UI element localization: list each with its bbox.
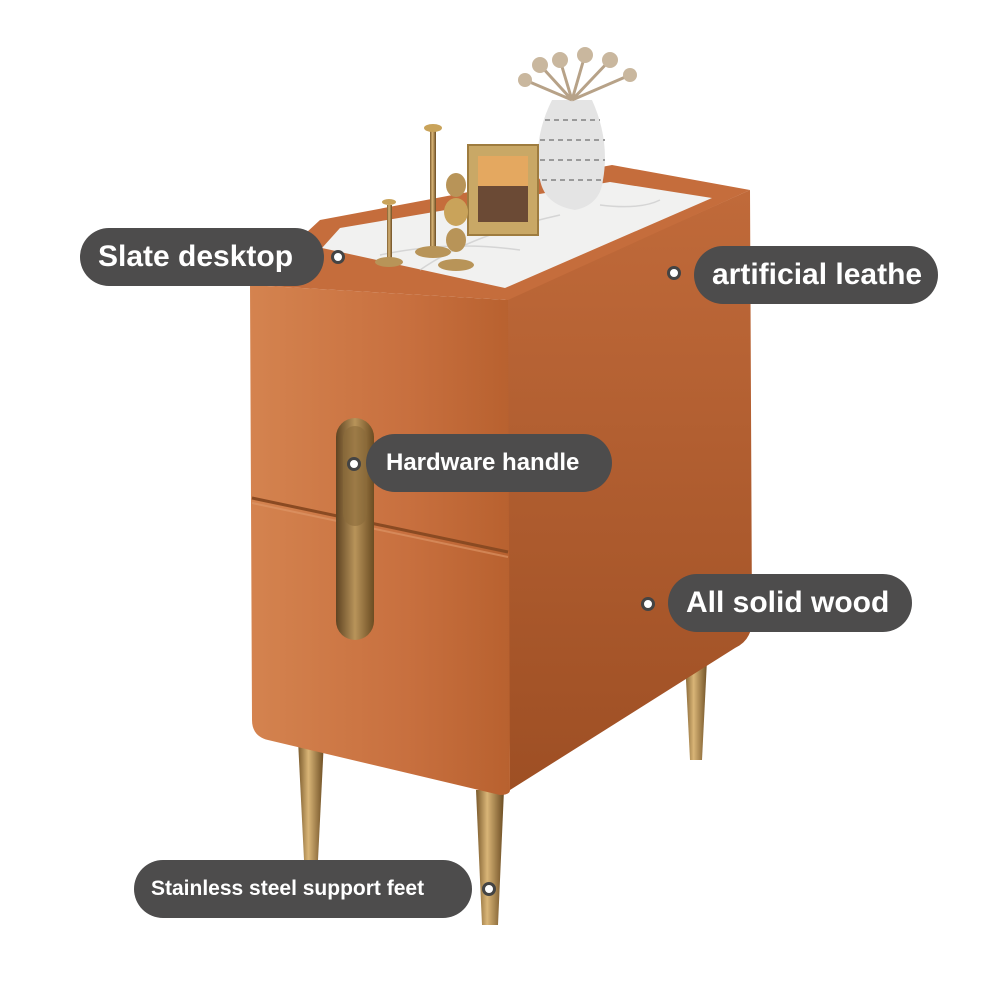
photo-frame-decor (467, 144, 539, 236)
callout-dot-wood (641, 597, 655, 611)
callout-dot-slate (331, 250, 345, 264)
callout-support-feet: Stainless steel support feet (134, 860, 472, 918)
callout-artificial-leather: artificial leathe (694, 246, 938, 304)
candlesticks-decor (375, 124, 474, 271)
callout-dot-leather (667, 266, 681, 280)
leg-front-left (298, 740, 324, 860)
leg-front-right (476, 790, 504, 925)
callout-slate-desktop: Slate desktop (80, 228, 324, 286)
callout-hardware-handle: Hardware handle (366, 434, 612, 492)
callout-artificial-leather-text: artificial leathe (712, 258, 923, 291)
callout-slate-desktop-text: Slate desktop (98, 240, 294, 273)
cabinet-side-panel (505, 190, 752, 790)
callout-solid-wood: All solid wood (668, 574, 912, 632)
drawer-divider (251, 496, 509, 554)
callout-support-feet-text: Stainless steel support feet (151, 877, 425, 900)
vase-decor (518, 47, 637, 210)
callout-dot-feet (482, 882, 496, 896)
hardware-handle (336, 418, 374, 640)
callout-solid-wood-text: All solid wood (686, 586, 890, 619)
cabinet-front (250, 285, 510, 795)
callout-dot-handle (347, 457, 361, 471)
callout-hardware-handle-text: Hardware handle (386, 449, 580, 476)
